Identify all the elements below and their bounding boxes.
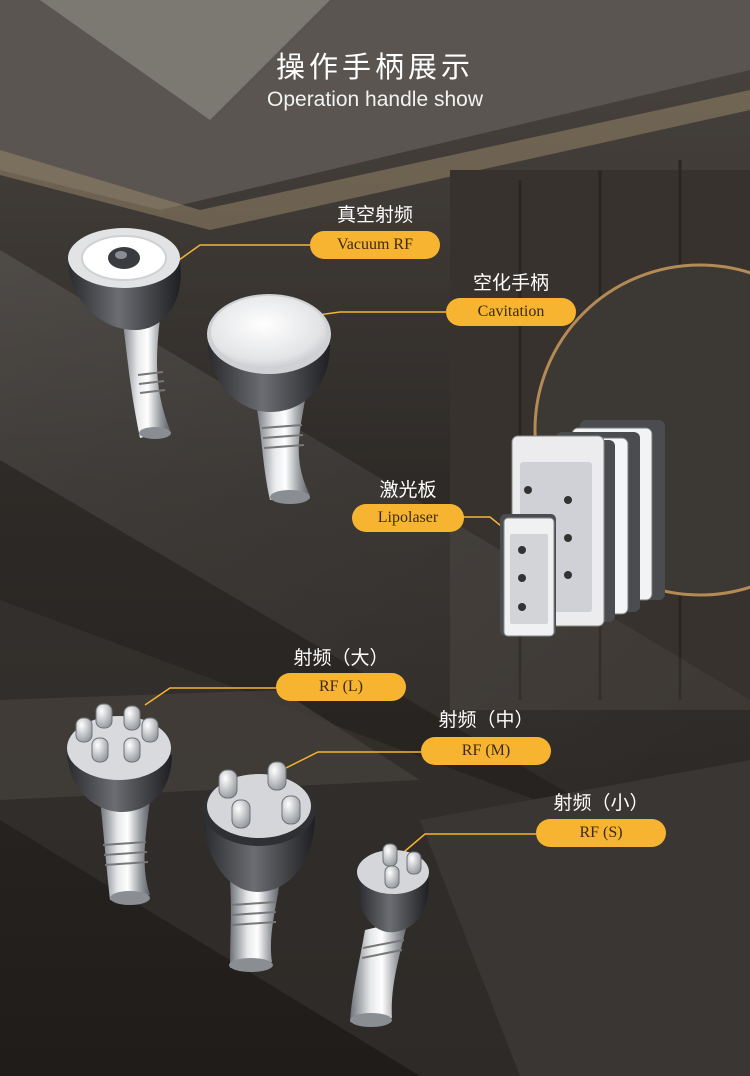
label-rf-small-en: RF (S) (536, 819, 666, 847)
label-vacuum-rf-en: Vacuum RF (310, 231, 440, 259)
label-rf-large-zh: 射频（大） (293, 647, 389, 669)
rf-large-handle (67, 703, 172, 905)
lipolaser-pads (500, 420, 665, 637)
label-rf-large-en: RF (L) (276, 673, 406, 701)
rf-medium-handle (203, 761, 315, 972)
label-rf-small-zh: 射频（小） (553, 792, 649, 814)
cavitation-handle (207, 294, 331, 504)
label-rf-medium-zh: 射频（中） (438, 709, 534, 731)
label-vacuum-rf-zh: 真空射频 (336, 204, 413, 226)
label-lipolaser-en: Lipolaser (352, 504, 464, 532)
label-rf-medium-en: RF (M) (421, 737, 551, 765)
label-cavitation-en: Cavitation (446, 298, 576, 326)
label-lipolaser-zh: 激光板 (379, 479, 437, 501)
page-title: 操作手柄展示 (275, 50, 474, 84)
rf-small-handle (350, 843, 429, 1027)
label-cavitation-zh: 空化手柄 (472, 272, 549, 294)
page-subtitle: Operation handle show (267, 88, 483, 111)
vacuum-rf-handle (68, 228, 181, 439)
